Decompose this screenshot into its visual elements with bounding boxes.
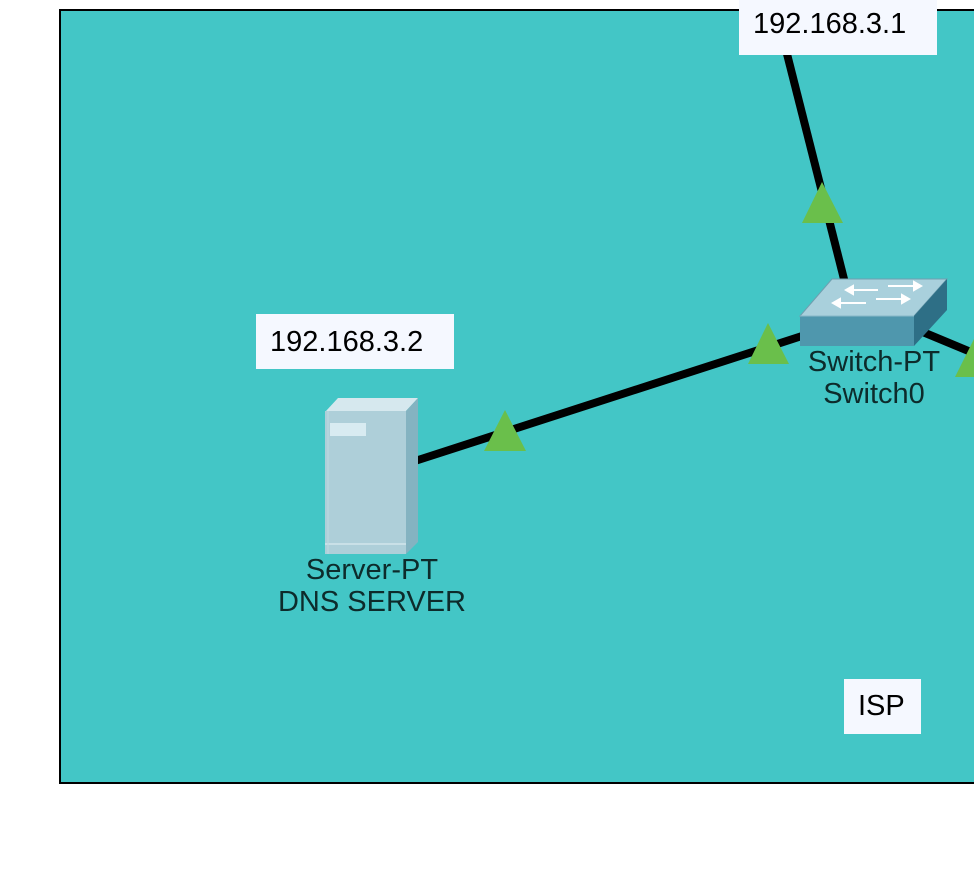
switch-model-label: Switch-PT	[807, 346, 941, 378]
ip-note-router[interactable]: 192.168.3.1	[739, 0, 937, 55]
network-area-isp[interactable]	[59, 9, 974, 784]
cable-server-switch[interactable]	[413, 331, 807, 465]
switch-name-label: Switch0	[823, 378, 925, 410]
server-caption: Server-PT DNS SERVER	[252, 554, 492, 618]
server-name-label: DNS SERVER	[277, 586, 467, 618]
link-light-switch-side	[748, 323, 789, 364]
link-light-server-side	[484, 410, 526, 451]
link-light-switch-right	[955, 339, 974, 377]
switch-icon[interactable]	[798, 278, 949, 346]
link-light-router-side	[802, 182, 843, 223]
server-icon[interactable]	[325, 398, 418, 554]
cable-switch-offscreen[interactable]	[916, 326, 974, 360]
area-label-isp[interactable]: ISP	[844, 679, 921, 734]
ip-note-server[interactable]: 192.168.3.2	[256, 314, 454, 369]
server-model-label: Server-PT	[305, 554, 439, 586]
switch-caption: Switch-PT Switch0	[790, 346, 958, 410]
cable-router-switch[interactable]	[782, 49, 849, 284]
